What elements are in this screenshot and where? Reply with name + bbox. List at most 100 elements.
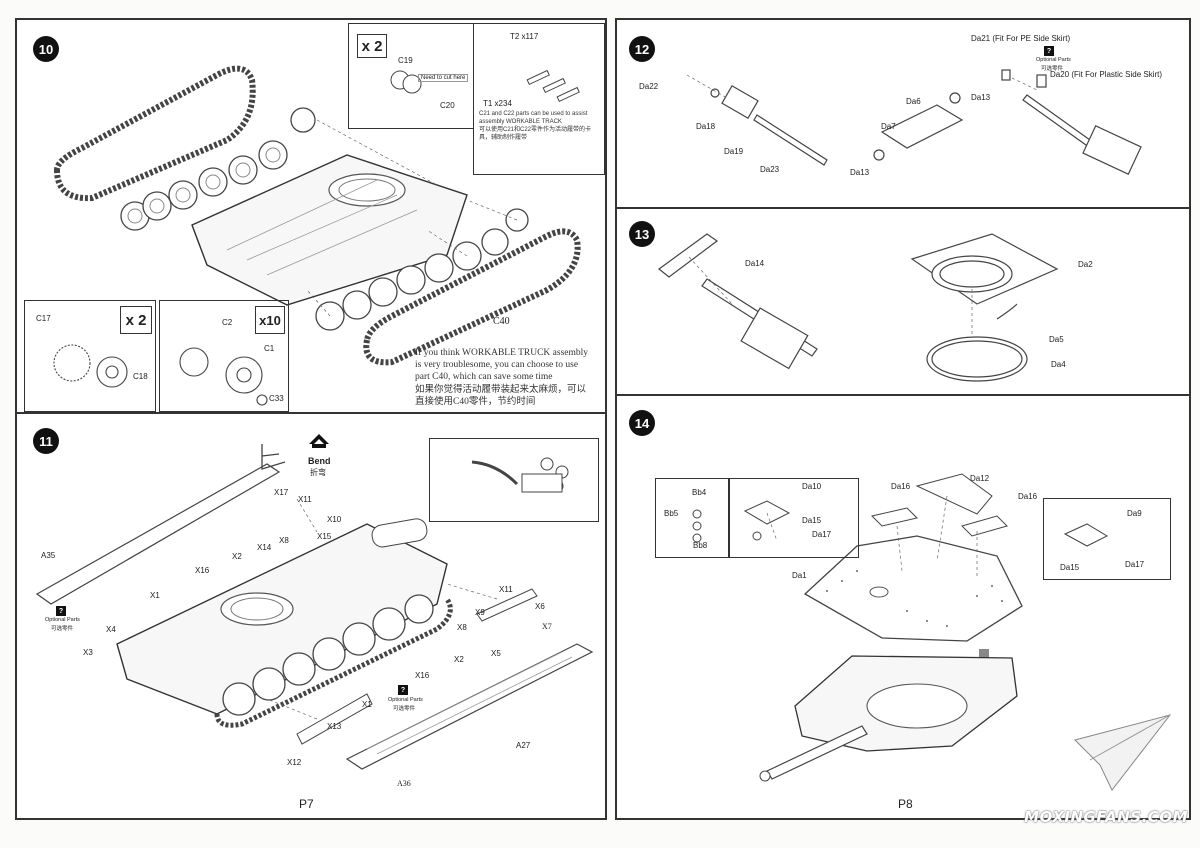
step-number: 11	[33, 428, 59, 454]
part-label: C33	[269, 394, 284, 403]
part-label: Da19	[724, 147, 744, 156]
part-label: C20	[440, 101, 455, 110]
part-label: A27	[516, 741, 531, 750]
part-label: Da23	[760, 165, 780, 174]
part-label: Bb5	[664, 509, 679, 518]
step-12-panel: 12 Da21 (Fit For PE Side Skirt) ? Option…	[617, 20, 1189, 209]
part-label: Da15	[1060, 563, 1080, 572]
part-label: Da16	[1018, 492, 1038, 501]
part-label: Da1	[792, 571, 807, 580]
part-label: T2 x117	[510, 32, 539, 41]
part-label: Da17	[1125, 560, 1145, 569]
part-label: X3	[83, 648, 93, 657]
part-label: Da10	[802, 482, 822, 491]
inset-track-box	[473, 23, 605, 175]
part-label: Da12	[970, 474, 990, 483]
part-label: Bb8	[693, 541, 708, 550]
part-label: C2	[222, 318, 233, 327]
step-12-drawing	[686, 69, 1142, 175]
step-number: 13	[629, 221, 655, 247]
part-label: Da9	[1127, 509, 1142, 518]
part-label: Da14	[745, 259, 765, 268]
bend-label: Bend	[308, 456, 331, 466]
bend-label-cn: 折弯	[310, 468, 326, 477]
part-label: Bb4	[692, 488, 707, 497]
part-label: X7	[542, 622, 552, 631]
optional-label-cn: 可选零件	[1041, 66, 1064, 72]
part-label: A35	[41, 551, 56, 560]
page-p8: 12 Da21 (Fit For PE Side Skirt) ? Option…	[615, 18, 1191, 820]
part-label: X2	[232, 552, 242, 561]
optional-parts-icon: ?	[56, 606, 66, 616]
part-label: X14	[257, 543, 272, 552]
part-label: T1 x234	[483, 99, 512, 108]
part-label: Da5	[1049, 335, 1064, 344]
inset-detail-box	[429, 438, 599, 522]
part-label: Need to cut here	[418, 74, 469, 82]
part-label: Da18	[696, 122, 716, 131]
part-label: Da2	[1078, 260, 1093, 269]
page-number: P7	[299, 797, 314, 811]
part-label: C19	[398, 56, 413, 65]
inset-da10-box	[729, 478, 859, 558]
part-label: X1	[150, 591, 160, 600]
page-number: P8	[898, 797, 913, 811]
step-10-drawing	[53, 65, 581, 406]
part-label: X8	[457, 623, 467, 632]
step-11-panel: 11	[17, 414, 605, 818]
part-label: A36	[397, 779, 411, 788]
optional-label: Optional Parts	[1036, 57, 1071, 63]
part-label: X8	[279, 536, 289, 545]
step-13-drawing	[658, 233, 1059, 382]
step-14-drawing	[692, 473, 1109, 782]
part-label: X11	[499, 585, 513, 594]
inset-da9-box	[1043, 498, 1171, 580]
part-label: X17	[274, 488, 289, 497]
inset-sprocket-box	[24, 300, 156, 412]
multiplier-badge: x10	[255, 306, 285, 334]
part-label: C18	[133, 372, 148, 381]
step-number: 14	[629, 410, 655, 436]
part-label: Da13	[850, 168, 870, 177]
tip-note-cn: 如果你觉得活动履带装起来太麻烦，可以直接使用C40零件，节约时间	[415, 385, 587, 407]
step-10-panel: 10	[17, 20, 605, 414]
part-label: Da15	[802, 516, 822, 525]
inset-roadwheel-box	[159, 300, 289, 412]
part-label: Da7	[881, 122, 896, 131]
part-label: C40	[493, 316, 510, 327]
part-label: Da17	[812, 530, 832, 539]
part-label: X5	[491, 649, 501, 658]
step-14-panel: 14	[617, 396, 1189, 818]
part-label: C1	[264, 344, 275, 353]
part-label: X12	[287, 758, 302, 767]
optional-parts-icon: ?	[398, 685, 408, 695]
optional-parts-icon: ?	[1044, 46, 1054, 56]
inset-bb-box	[655, 478, 729, 558]
part-label: X1	[362, 700, 372, 709]
step-number: 10	[33, 36, 59, 62]
part-label: X13	[327, 722, 342, 731]
part-label: Da22	[639, 82, 659, 91]
step-13-panel: 13 Da14 Da2 Da5 Da4	[617, 209, 1189, 396]
part-label: X9	[475, 608, 485, 617]
part-label: C17	[36, 314, 51, 323]
optional-label-cn: 可选零件	[393, 706, 416, 712]
part-label: X11	[298, 495, 312, 504]
part-label: Da4	[1051, 360, 1066, 369]
track-note-cn: 可以使用C21和C22零件作为活动履带的卡具，辅助制作履带	[479, 127, 592, 141]
part-label: X10	[327, 515, 342, 524]
part-label: Da6	[906, 97, 921, 106]
part-label: X6	[535, 602, 545, 611]
part-label: Da21 (Fit For PE Side Skirt)	[971, 34, 1071, 43]
track-note-en: C21 and C22 parts can be used to assist …	[479, 111, 588, 125]
tip-note-en: If you think WORKABLE TRUCK assembly is …	[415, 348, 589, 382]
part-label: Da13	[971, 93, 991, 102]
multiplier-badge: x 2	[120, 306, 152, 334]
part-label: Da16	[891, 482, 911, 491]
step-11-drawing	[35, 434, 594, 770]
multiplier-badge: x 2	[357, 34, 387, 58]
part-label: X16	[415, 671, 430, 680]
page-p7: 10	[15, 18, 607, 820]
part-label: X2	[454, 655, 464, 664]
optional-label: Optional Parts	[45, 617, 80, 623]
